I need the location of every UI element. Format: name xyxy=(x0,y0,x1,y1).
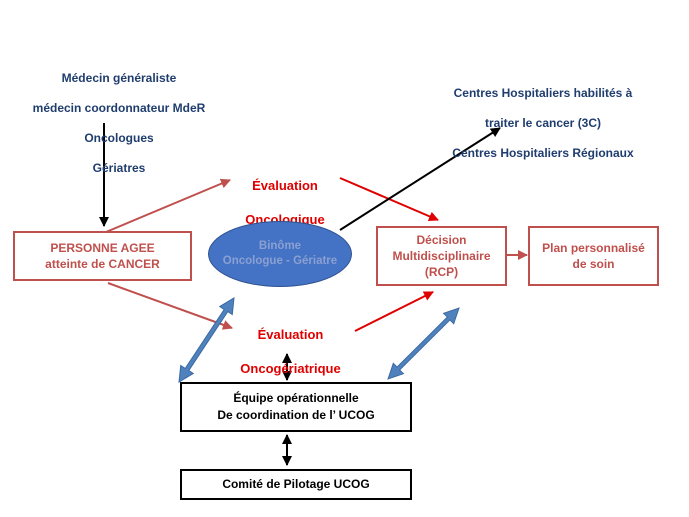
centres-label: Centres Hospitaliers habilités à traiter… xyxy=(438,71,648,176)
decision-rcp-box: Décision Multidisciplinaire (RCP) xyxy=(376,226,507,286)
actors-label: Médecin généraliste médecin coordonnateu… xyxy=(14,56,224,191)
actors-line-oncologues: Oncologues xyxy=(84,131,154,145)
plan-line2: de soin xyxy=(572,257,615,271)
double-arrow-equipe-decision xyxy=(387,307,460,380)
comite-label: Comité de Pilotage UCOG xyxy=(222,477,370,491)
comite-pilotage-box: Comité de Pilotage UCOG xyxy=(180,469,412,500)
arrow-personne-to-eval-onco xyxy=(105,178,231,233)
personne-line2: atteinte de CANCER xyxy=(45,257,160,271)
equipe-line1: Équipe opérationnelle xyxy=(233,391,359,405)
double-arrow-binome-equipe xyxy=(178,297,235,383)
binome-ellipse: Binôme Oncologue - Gériatre xyxy=(208,221,352,287)
evaluation-oncogeriatrique-label: Évaluation Oncogériatrique xyxy=(228,309,353,394)
arrow-eval-oncoger-to-decision xyxy=(354,291,434,332)
equipe-operationnelle-box: Équipe opérationnelle De coordination de… xyxy=(180,382,412,432)
centres-line-regionaux: Centres Hospitaliers Régionaux xyxy=(452,146,634,160)
actors-line-geriatres: Gériatres xyxy=(92,161,146,175)
eval-oncoger-line1: Évaluation xyxy=(257,327,324,342)
equipe-line2: De coordination de l’ UCOG xyxy=(217,408,375,422)
plan-personnalise-box: Plan personnalisé de soin xyxy=(528,226,659,286)
decision-line2: Multidisciplinaire xyxy=(392,249,491,263)
arrow-binome-to-centres xyxy=(339,127,501,231)
personne-line1: PERSONNE AGEE xyxy=(50,241,155,255)
actors-line-coordonnateur: médecin coordonnateur MdeR xyxy=(32,101,206,115)
arrow-personne-to-eval-oncoger xyxy=(107,282,233,330)
centres-line-3c: Centres Hospitaliers habilités à xyxy=(453,86,633,100)
binome-line1: Binôme xyxy=(258,240,302,252)
personne-agee-box: PERSONNE AGEE atteinte de CANCER xyxy=(13,231,192,281)
plan-line1: Plan personnalisé xyxy=(542,241,645,255)
eval-onco-line1: Évaluation xyxy=(252,178,318,193)
centres-line-traiter: traiter le cancer (3C) xyxy=(484,116,602,130)
decision-line1: Décision xyxy=(416,233,467,247)
eval-oncoger-line2: Oncogériatrique xyxy=(240,361,341,376)
decision-line3: (RCP) xyxy=(424,265,459,279)
actors-line-generaliste: Médecin généraliste xyxy=(61,71,177,85)
binome-line2: Oncologue - Gériatre xyxy=(222,255,338,267)
